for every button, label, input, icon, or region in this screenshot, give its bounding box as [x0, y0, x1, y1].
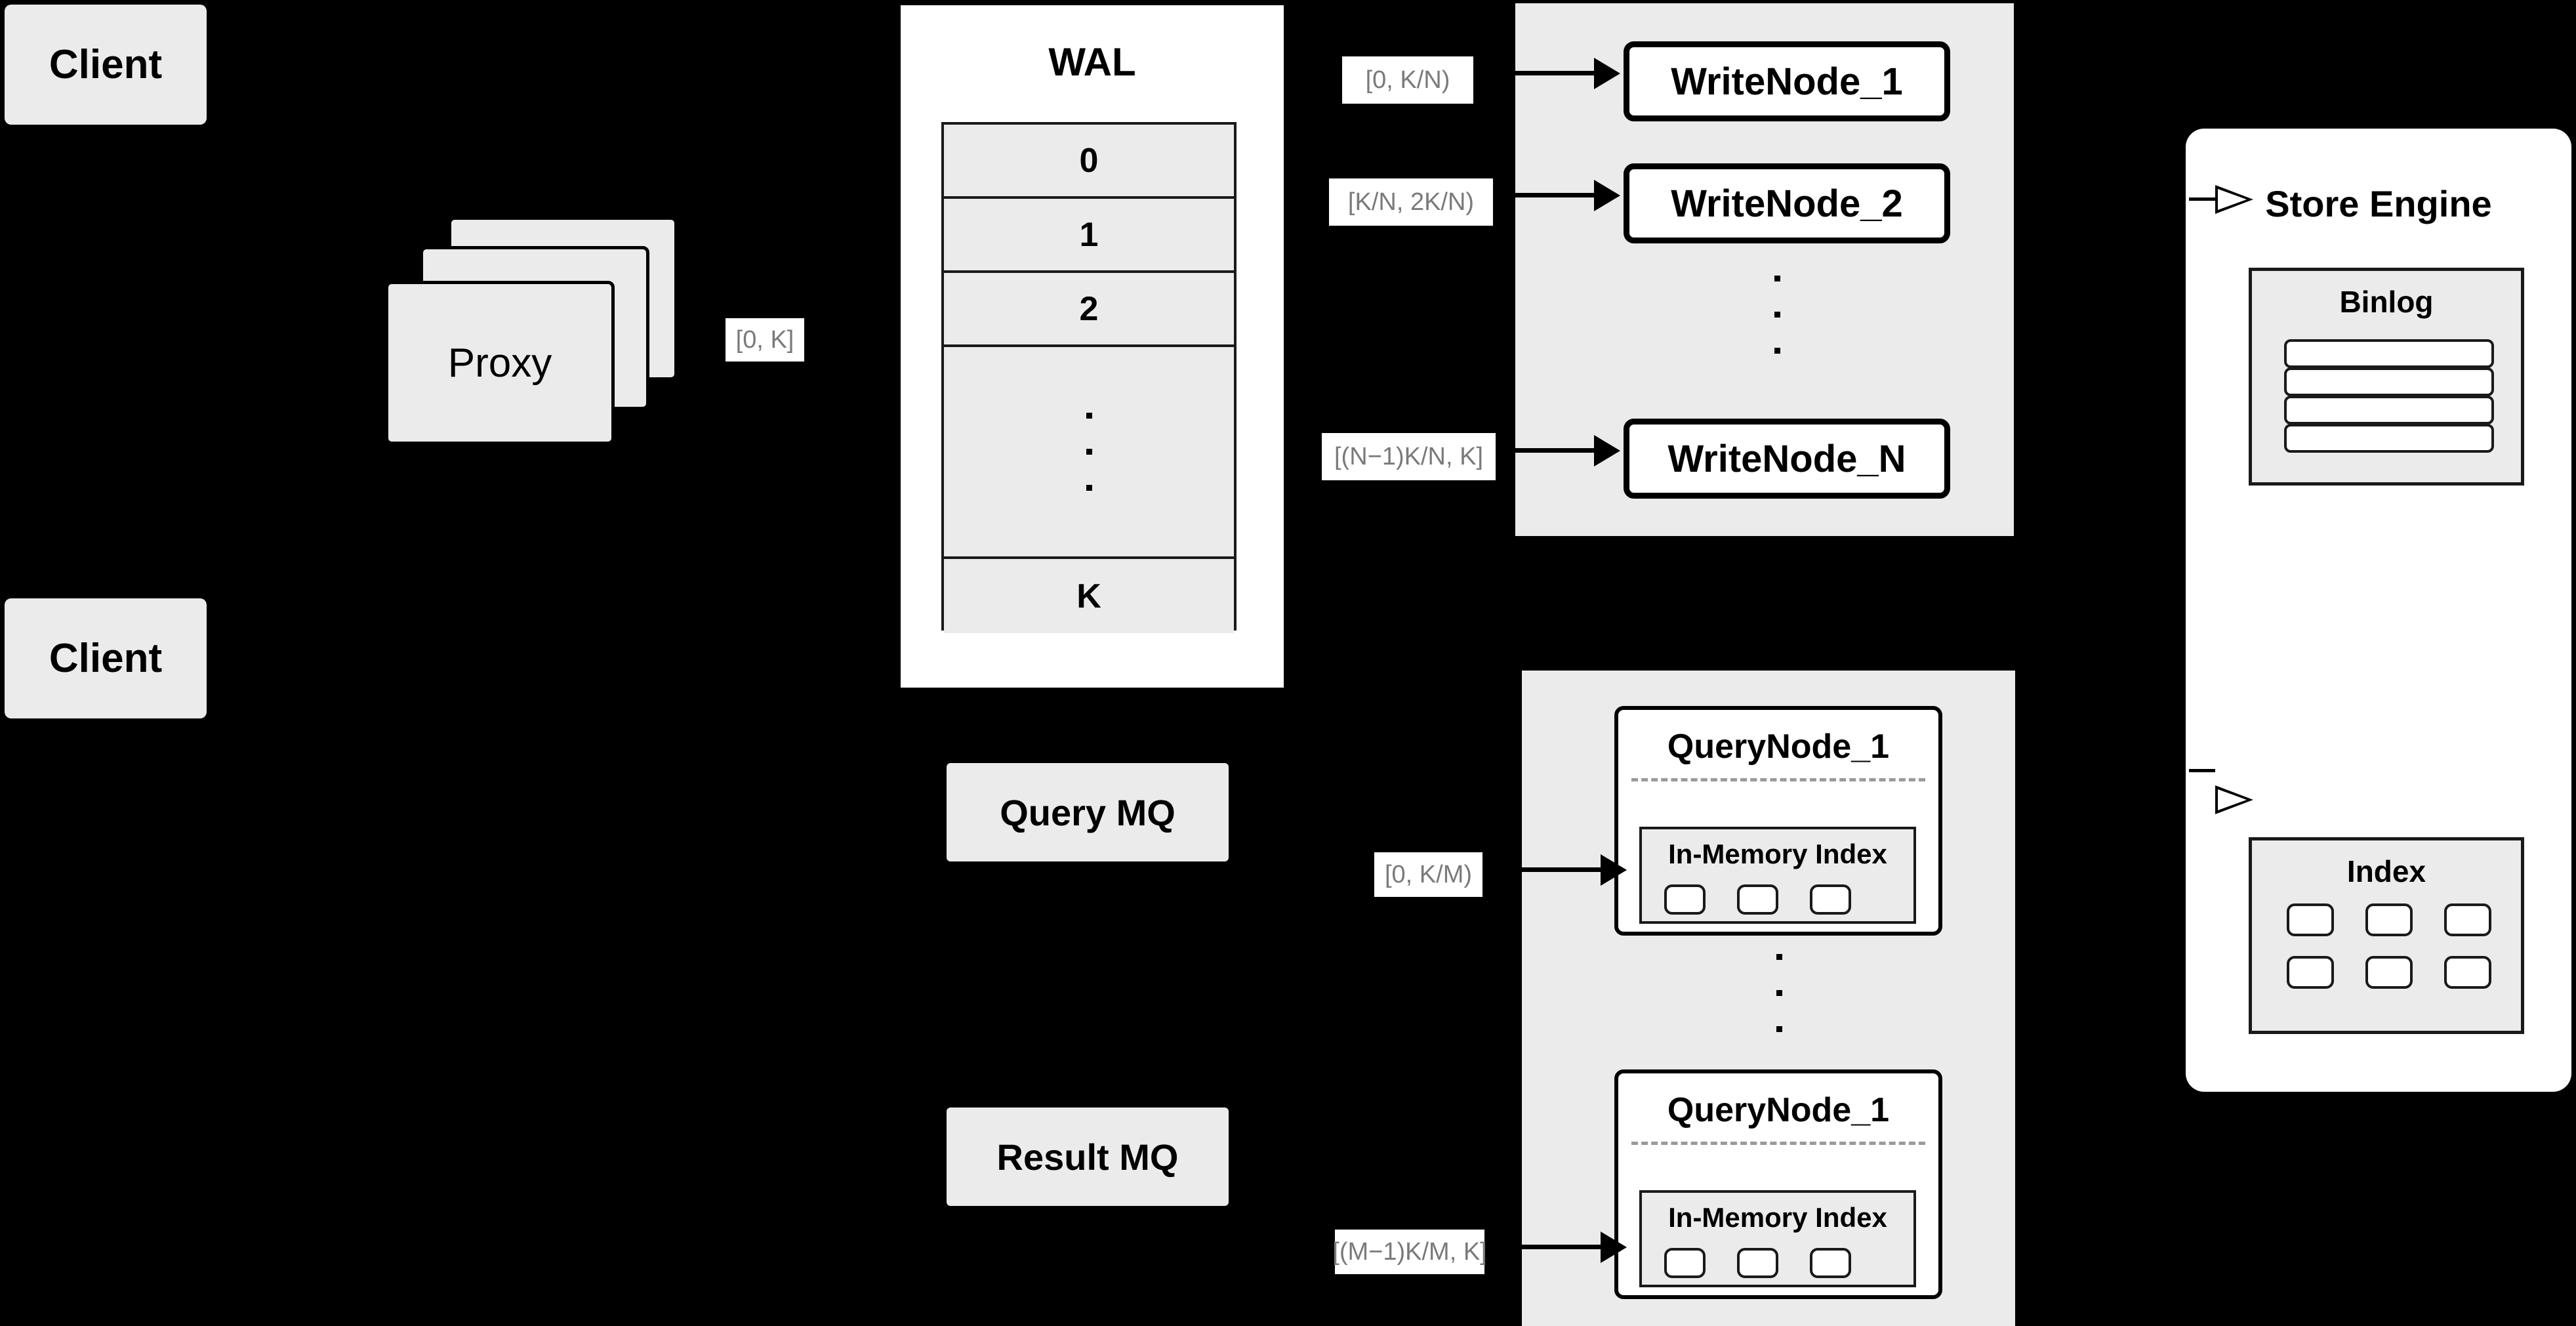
- write-range-label-1: [0, K/N): [1342, 56, 1473, 104]
- wal-row-ellipsis: [944, 347, 1234, 559]
- query-node-1-chip-2: [1737, 884, 1778, 915]
- binlog-arrow-line: [2189, 197, 2215, 201]
- query-node-1-memory-index-title: In-Memory Index: [1668, 839, 1887, 869]
- index-arrow-head: [2215, 785, 2253, 814]
- binlog-bar-3: [2284, 396, 2494, 425]
- proxy-label: Proxy: [447, 340, 552, 386]
- write-node-1[interactable]: WriteNode_1: [1624, 41, 1950, 121]
- write-node-n[interactable]: WriteNode_N: [1624, 419, 1950, 499]
- query-arrow-2-head: [1601, 1232, 1627, 1263]
- write-arrow-1-line: [1515, 71, 1594, 75]
- query-node-1-divider: [1631, 778, 1925, 781]
- index-chip-5: [2365, 956, 2413, 989]
- wal-title: WAL: [1048, 40, 1136, 84]
- query-cluster-ellipsis-icon: [1776, 954, 1782, 1032]
- write-node-cluster: WriteNode_1 WriteNode_2 WriteNode_N: [1515, 3, 2014, 536]
- query-node-1-chip-3: [1810, 884, 1851, 915]
- query-node-2-chip-3: [1810, 1248, 1851, 1278]
- write-node-2[interactable]: WriteNode_2: [1624, 163, 1950, 243]
- binlog-bar-4: [2284, 424, 2494, 453]
- query-range-label-1: [0, K/M): [1374, 852, 1482, 897]
- query-node-2[interactable]: QueryNode_1 In-Memory Index: [1614, 1069, 1942, 1299]
- write-cluster-ellipsis-icon: [1774, 276, 1780, 354]
- index-arrow-line: [2189, 769, 2215, 772]
- wal-row-0: 0: [944, 125, 1234, 199]
- write-arrow-1-head: [1594, 58, 1620, 89]
- wal-row-2: 2: [944, 273, 1234, 347]
- write-node-2-label: WriteNode_2: [1671, 182, 1903, 225]
- query-arrow-1-line: [1522, 867, 1601, 872]
- wal-entry-list: 0 1 2 K: [941, 122, 1237, 633]
- result-mq-box[interactable]: Result MQ: [947, 1108, 1229, 1206]
- wal-panel: WAL 0 1 2 K: [897, 2, 1287, 691]
- proxy-range-label: [0, K]: [726, 318, 804, 362]
- write-range-label-n: [(N−1)K/N, K]: [1322, 433, 1496, 480]
- write-arrow-n-head: [1594, 435, 1620, 466]
- index-chip-1: [2287, 903, 2334, 936]
- client-box-2[interactable]: Client: [5, 598, 207, 718]
- write-node-n-label: WriteNode_N: [1667, 437, 1906, 480]
- query-node-2-memory-index-title: In-Memory Index: [1668, 1202, 1887, 1233]
- client-box-1[interactable]: Client: [5, 5, 207, 125]
- index-chip-4: [2287, 956, 2334, 989]
- query-node-2-chip-2: [1737, 1248, 1778, 1278]
- query-node-1[interactable]: QueryNode_1 In-Memory Index: [1614, 706, 1942, 936]
- query-node-cluster: QueryNode_1 In-Memory Index QueryNode_1 …: [1522, 671, 2015, 1326]
- write-arrow-n-line: [1515, 448, 1594, 453]
- query-mq-box[interactable]: Query MQ: [947, 763, 1229, 861]
- query-node-2-divider: [1631, 1142, 1925, 1145]
- proxy-box[interactable]: Proxy: [385, 281, 615, 445]
- binlog-section: Binlog: [2249, 268, 2524, 486]
- wal-row-1: 1: [944, 199, 1234, 273]
- query-mq-label: Query MQ: [1000, 791, 1176, 833]
- write-arrow-2-head: [1594, 180, 1620, 211]
- result-mq-label: Result MQ: [996, 1136, 1179, 1178]
- binlog-arrow-head: [2215, 185, 2253, 214]
- client-label-1: Client: [49, 42, 163, 87]
- index-chip-2: [2365, 903, 2413, 936]
- query-range-label-2: [(M−1)K/M, K]: [1332, 1230, 1487, 1274]
- index-section: Index: [2249, 837, 2524, 1034]
- write-node-1-label: WriteNode_1: [1671, 60, 1903, 103]
- write-range-label-2: [K/N, 2K/N): [1329, 178, 1493, 226]
- index-chip-6: [2444, 956, 2491, 989]
- client-label-2: Client: [49, 636, 163, 681]
- query-node-1-chip-1: [1664, 884, 1706, 915]
- query-arrow-1-head: [1601, 854, 1627, 886]
- write-arrow-2-line: [1515, 193, 1594, 197]
- index-chip-3: [2444, 903, 2491, 936]
- query-node-2-title: QueryNode_1: [1667, 1091, 1890, 1129]
- binlog-bar-2: [2284, 367, 2494, 396]
- index-title: Index: [2346, 854, 2426, 888]
- query-node-1-memory-index: In-Memory Index: [1639, 827, 1916, 924]
- wal-ellipsis-icon: [1086, 413, 1092, 491]
- binlog-bar-1: [2284, 339, 2494, 368]
- query-node-2-chip-1: [1664, 1248, 1706, 1278]
- store-engine-panel: Store Engine Binlog Index: [2186, 129, 2571, 1092]
- binlog-title: Binlog: [2339, 285, 2434, 319]
- query-arrow-2-line: [1522, 1245, 1601, 1249]
- query-node-2-memory-index: In-Memory Index: [1639, 1190, 1916, 1287]
- query-node-1-title: QueryNode_1: [1667, 728, 1890, 766]
- wal-row-k: K: [944, 559, 1234, 633]
- store-engine-title: Store Engine: [2265, 183, 2492, 224]
